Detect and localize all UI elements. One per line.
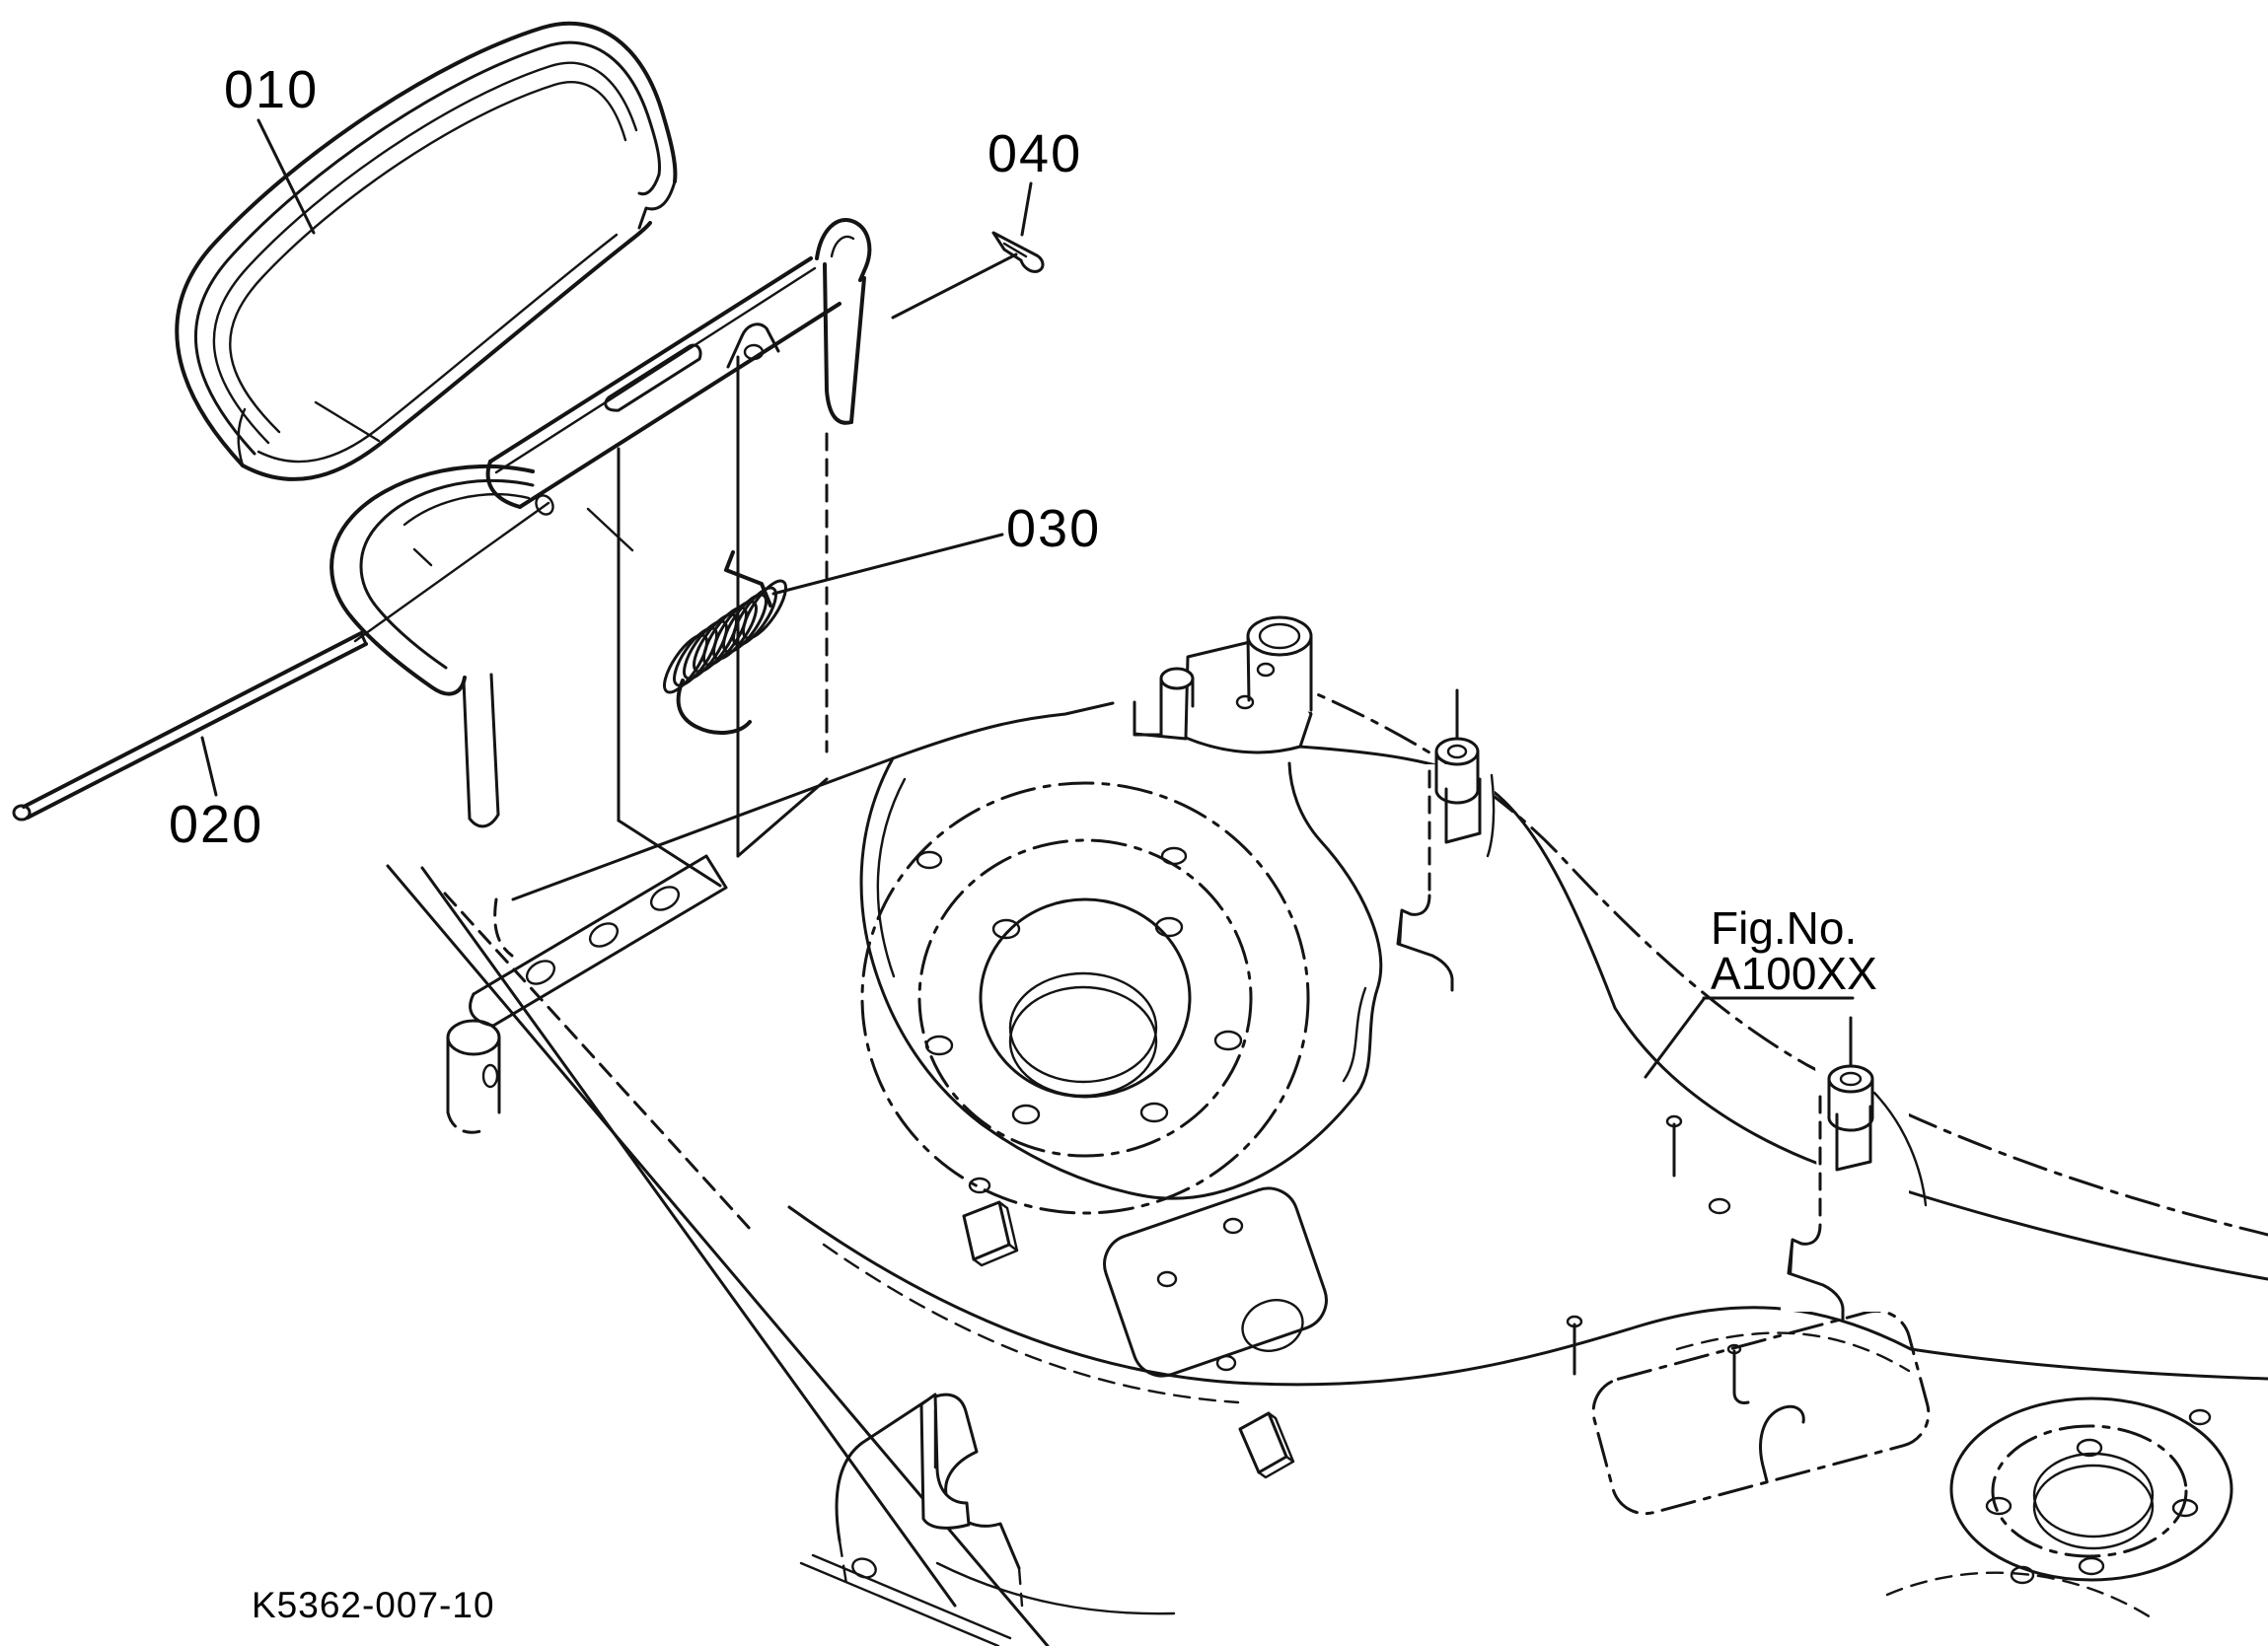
- cotter-pin-040-drawing: [991, 231, 1045, 273]
- rod-020-drawing: [12, 501, 550, 822]
- leader-030: [771, 533, 1004, 596]
- part-label-020: 020: [169, 795, 263, 854]
- leader-lines: [200, 118, 1855, 1079]
- leader-040-axis: [891, 252, 1018, 320]
- fig-ref-line2: A100XX: [1711, 948, 1877, 999]
- leader-020: [200, 736, 218, 797]
- part-label-030: 030: [1006, 499, 1101, 558]
- mower-deck-drawing: [386, 615, 2268, 1646]
- fig-ref-line1: Fig.No.: [1711, 902, 1857, 954]
- leader-010: [256, 118, 316, 235]
- drawing-number: K5362-007-10: [252, 1585, 495, 1625]
- leader-fig-ref: [1644, 997, 1706, 1079]
- leader-040: [1020, 181, 1033, 237]
- spring-030-drawing: [663, 550, 787, 735]
- cover-010-drawing: [175, 21, 678, 481]
- hinge-bracket-drawing: [329, 218, 872, 828]
- part-label-010: 010: [224, 60, 319, 119]
- part-label-040: 040: [988, 124, 1082, 183]
